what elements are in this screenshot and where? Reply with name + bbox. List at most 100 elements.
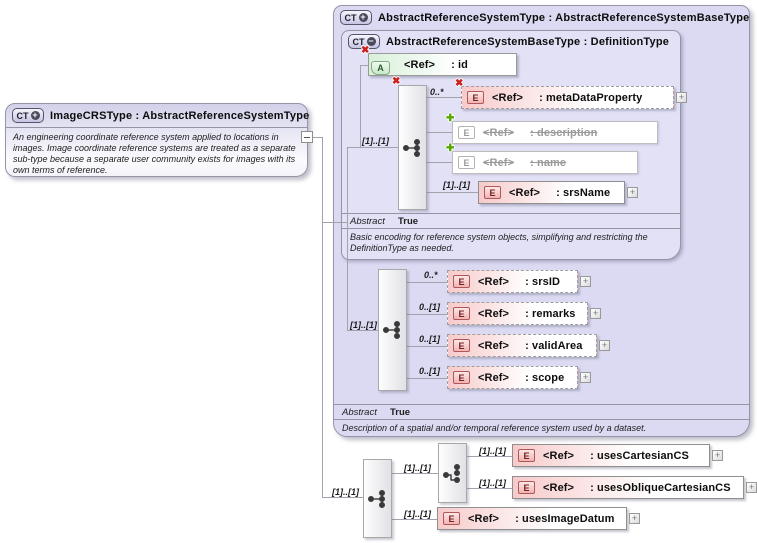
ref-label: <Ref> [478, 339, 510, 352]
complextype-icon[interactable]: CT + [340, 10, 372, 25]
cardinality-label: 0..[1] [419, 334, 441, 344]
added-icon: ✚ [446, 113, 455, 124]
ref-label: <Ref> [404, 58, 436, 71]
element-description[interactable]: E <Ref>: description [452, 121, 658, 144]
cardinality-label: 0..[1] [419, 302, 441, 312]
connector-line [406, 378, 447, 379]
attribute-icon: A [371, 61, 390, 75]
element-name: : validArea [525, 339, 583, 352]
cardinality-label: 0..* [424, 270, 438, 280]
divider [342, 213, 680, 214]
expand-button[interactable]: + [627, 187, 638, 198]
cardinality-label: 0..* [430, 87, 444, 97]
sequence-bar[interactable] [438, 443, 467, 503]
minus-icon [304, 136, 310, 138]
cardinality-label: [1]..[1] [479, 478, 506, 488]
ref-label: <Ref> [478, 307, 510, 320]
element-icon: E [453, 339, 470, 352]
sequence-bar[interactable] [363, 459, 392, 538]
cardinality-label: [1]..[1] [362, 136, 389, 146]
element-name-row[interactable]: E <Ref>: name [452, 151, 638, 174]
connector-line [392, 519, 437, 520]
connector-line [322, 222, 347, 223]
cardinality-label: 0..[1] [419, 366, 441, 376]
expand-button[interactable]: + [599, 340, 610, 351]
element-validarea[interactable]: E <Ref> : validArea [447, 334, 597, 357]
element-icon: E [467, 91, 484, 104]
expand-button[interactable]: + [629, 513, 640, 524]
imagecrstype-box: CT + ImageCRSType : AbstractReferenceSys… [5, 103, 310, 177]
cardinality-label: [1]..[1] [350, 320, 377, 330]
connector-line [347, 147, 348, 331]
abstractreferencesystemtype-title: AbstractReferenceSystemType : AbstractRe… [378, 11, 750, 24]
ref-label: <Ref> [543, 449, 575, 462]
imagecrstype-description: An engineering coordinate reference syst… [13, 132, 296, 175]
element-name: : srsName [556, 186, 611, 199]
element-name: : usesObliqueCartesianCS [590, 481, 731, 494]
attribute-name: : id [451, 58, 468, 71]
connector-line [406, 346, 447, 347]
sequence-bar[interactable] [378, 269, 407, 391]
connector-line [313, 137, 323, 138]
connector-line [322, 137, 323, 498]
divider [342, 228, 680, 229]
expand-toggle-icon: + [30, 110, 40, 120]
element-name: : remarks [525, 307, 576, 320]
sequence-bar[interactable] [398, 85, 427, 210]
element-srsname[interactable]: E <Ref>: srsName [478, 181, 625, 204]
abstract-value: True [390, 407, 411, 418]
element-icon: E [458, 156, 475, 169]
expand-button[interactable]: + [676, 92, 687, 103]
element-remarks[interactable]: E <Ref> : remarks [447, 302, 588, 325]
cardinality-label: [1]..[1] [404, 463, 431, 473]
collapse-connector-button[interactable] [301, 131, 313, 143]
element-icon: E [484, 186, 501, 199]
element-icon: E [458, 126, 475, 139]
expand-button[interactable]: + [580, 372, 591, 383]
connector-line [467, 456, 512, 457]
connector-line [426, 192, 478, 193]
added-icon: ✚ [446, 143, 455, 154]
complextype-icon[interactable]: CT − [348, 34, 380, 49]
element-scope[interactable]: E <Ref>: scope [447, 366, 578, 389]
element-srsid[interactable]: E <Ref> : srsID [447, 270, 578, 293]
element-name: : srsID [525, 275, 561, 288]
connector-line [347, 330, 378, 331]
complextype-icon[interactable]: CT + [12, 108, 44, 123]
connector-line [406, 314, 447, 315]
element-usescartesiancs[interactable]: E <Ref>: usesCartesianCS [512, 444, 710, 467]
sequence-icon [382, 321, 400, 339]
element-usesobliquecartesiancs[interactable]: E <Ref>: usesObliqueCartesianCS [512, 476, 744, 499]
element-metadataproperty[interactable]: E <Ref>: metaDataProperty [461, 86, 674, 109]
element-usesimagedatum[interactable]: E <Ref>: usesImageDatum [437, 507, 627, 530]
element-icon: E [453, 307, 470, 320]
cardinality-label: [1]..[1] [479, 446, 506, 456]
imagecrstype-title: ImageCRSType : AbstractReferenceSystemTy… [50, 109, 310, 122]
abstract-label: Abstract [342, 407, 377, 418]
connector-line [347, 147, 398, 148]
expand-button[interactable]: + [712, 450, 723, 461]
ref-label: <Ref> [543, 481, 575, 494]
expand-button[interactable]: + [746, 482, 757, 493]
outer-box-description: Description of a spatial and/or temporal… [342, 423, 647, 433]
expand-button[interactable]: + [590, 308, 601, 319]
abstractreferencesystembasetype-title: AbstractReferenceSystemBaseType : Defini… [386, 35, 670, 48]
ct-label: CT [352, 36, 365, 47]
sequence-icon [367, 489, 385, 508]
divider [6, 127, 307, 128]
connector-line [360, 65, 369, 66]
removed-icon: ✖ [455, 78, 464, 89]
attribute-id[interactable]: A <Ref> : id [368, 53, 517, 76]
ct-label: CT [344, 12, 357, 23]
expand-button[interactable]: + [580, 276, 591, 287]
element-name: : scope [525, 371, 565, 384]
connector-line [426, 132, 452, 133]
removed-icon: ✖ [361, 45, 370, 56]
ref-label: <Ref> [468, 512, 500, 525]
sequence-icon [442, 464, 460, 483]
element-name: : usesImageDatum [515, 512, 615, 525]
ref-label: <Ref> [483, 126, 515, 139]
element-icon: E [453, 275, 470, 288]
element-name: : name [530, 156, 567, 169]
ref-label: <Ref> [478, 275, 510, 288]
